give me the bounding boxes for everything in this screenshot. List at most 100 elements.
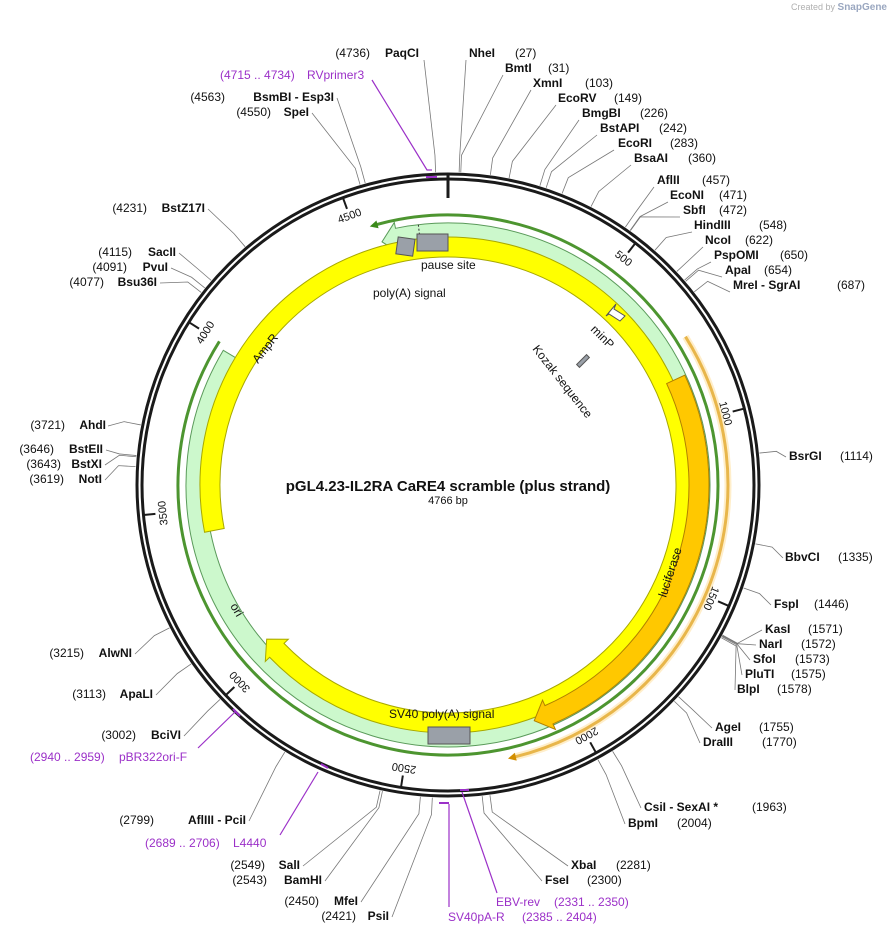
primer-label[interactable]: SV40pA-R	[448, 910, 505, 924]
enzyme-label[interactable]: BpmI	[628, 816, 658, 830]
feature-arrow-luciferase[interactable]	[533, 374, 710, 731]
enzyme-label[interactable]: MreI - SgrAI	[733, 278, 800, 292]
enzyme-label[interactable]: NotI	[79, 472, 102, 486]
ruler-tick-label: 2500	[391, 760, 417, 776]
primer-mark	[320, 763, 329, 769]
enzyme-leader-line	[654, 231, 693, 251]
enzyme-leader-line	[311, 112, 361, 185]
enzyme-label[interactable]: BstEII	[69, 442, 103, 456]
enzyme-label[interactable]: NheI	[469, 46, 495, 60]
enzyme-leader-line	[755, 543, 784, 559]
enzyme-label[interactable]: AlwNI	[99, 646, 132, 660]
enzyme-leader-line	[590, 164, 632, 207]
enzyme-leader-line	[336, 97, 366, 184]
enzyme-label[interactable]: FspI	[774, 597, 799, 611]
primer-labels: (4715 .. 4734) RVprimer3 (2940 .. 2959) …	[30, 68, 629, 924]
enzyme-label[interactable]: XmnI	[533, 76, 562, 90]
enzyme-leader-line	[612, 751, 642, 809]
enzyme-leader-line	[629, 201, 669, 231]
enzyme-label[interactable]: SbfI	[683, 203, 706, 217]
enzyme-label[interactable]: BlpI	[737, 682, 760, 696]
enzyme-label[interactable]: AgeI	[715, 720, 741, 734]
enzyme-label[interactable]: EcoRV	[558, 91, 596, 105]
primer-line	[197, 711, 236, 749]
label-polya-signal: poly(A) signal	[373, 286, 446, 300]
enzyme-label[interactable]: BstZ17I	[162, 201, 205, 215]
primer-label[interactable]: pBR322ori-F	[119, 750, 187, 764]
box-kozak[interactable]	[575, 353, 591, 369]
enzyme-label[interactable]: BmgBI	[582, 106, 621, 120]
enzyme-leader-line	[458, 59, 467, 173]
enzyme-label[interactable]: AflII	[657, 173, 680, 187]
enzyme-label[interactable]: EcoRI	[618, 136, 652, 150]
enzyme-label[interactable]: SpeI	[284, 105, 309, 119]
snapgene-credit: Created by SnapGene	[791, 2, 887, 13]
enzyme-label[interactable]: BsmBI - Esp3I	[253, 90, 334, 104]
enzyme-leader-line	[460, 74, 504, 173]
enzyme-label[interactable]: PaqCI	[385, 46, 419, 60]
enzyme-label[interactable]: SfoI	[753, 652, 776, 666]
enzyme-leader-line	[674, 700, 701, 744]
enzyme-label[interactable]: BamHI	[284, 873, 322, 887]
enzyme-leader-lines	[104, 59, 787, 918]
enzyme-label[interactable]: DraIII	[703, 735, 733, 749]
ruler-tick	[589, 741, 597, 754]
primer-label[interactable]: L4440	[233, 836, 267, 850]
enzyme-leader-line	[104, 465, 136, 481]
enzyme-label[interactable]: CsiI - SexAI *	[644, 800, 718, 814]
minp-arrow[interactable]	[605, 303, 626, 322]
primer-line	[461, 791, 498, 894]
box-pause-site[interactable]	[416, 233, 449, 252]
enzyme-label[interactable]: NarI	[759, 637, 782, 651]
enzyme-label[interactable]: EcoNI	[670, 188, 704, 202]
enzyme-label[interactable]: PvuI	[143, 260, 168, 274]
box-polya-signal[interactable]	[395, 236, 416, 257]
enzyme-label[interactable]: PspOMI	[714, 248, 759, 262]
enzyme-leader-line	[104, 454, 137, 466]
enzyme-label[interactable]: PluTI	[745, 667, 774, 681]
enzyme-position: (226)	[640, 106, 668, 120]
enzyme-label[interactable]: ApaI	[725, 263, 751, 277]
feature-arrows	[185, 221, 711, 748]
enzyme-position: (2450)	[284, 894, 319, 908]
enzyme-leader-line	[170, 267, 206, 289]
enzyme-position: (283)	[670, 136, 698, 150]
enzyme-label[interactable]: XbaI	[571, 858, 596, 872]
strand-arc-halo	[512, 334, 732, 761]
enzyme-label[interactable]: SalI	[279, 858, 300, 872]
enzyme-label[interactable]: MfeI	[334, 894, 358, 908]
enzyme-position: (1572)	[801, 637, 836, 651]
primer-range: (2331 .. 2350)	[554, 895, 629, 909]
enzyme-label[interactable]: FseI	[545, 873, 569, 887]
enzyme-label[interactable]: BsrGI	[789, 449, 822, 463]
primer-label[interactable]: EBV-rev	[496, 895, 540, 909]
enzyme-label[interactable]: BsaAI	[634, 151, 668, 165]
enzyme-position: (31)	[548, 61, 569, 75]
enzyme-position: (4550)	[236, 105, 271, 119]
primer-label[interactable]: RVprimer3	[307, 68, 364, 82]
enzyme-label[interactable]: BstXI	[71, 457, 102, 471]
enzyme-label[interactable]: AhdI	[79, 418, 106, 432]
enzyme-label[interactable]: NcoI	[705, 233, 731, 247]
enzyme-position: (1578)	[777, 682, 812, 696]
enzyme-leader-line	[722, 635, 751, 661]
enzyme-label[interactable]: BbvCI	[785, 550, 820, 564]
enzyme-position: (2300)	[587, 873, 622, 887]
enzyme-label[interactable]: BciVI	[151, 728, 181, 742]
primer-leader-lines	[197, 79, 498, 907]
enzyme-label[interactable]: AflIII - PciI	[188, 813, 246, 827]
enzyme-label[interactable]: PsiI	[368, 909, 389, 923]
enzyme-label[interactable]: SacII	[148, 245, 176, 259]
enzyme-labels-left: (4736) PaqCI (4563) BsmBI - Esp3I (4550)…	[19, 46, 419, 923]
enzyme-label[interactable]: HindIII	[694, 218, 731, 232]
enzyme-position: (3646)	[19, 442, 54, 456]
feature-arrow-ori[interactable]	[199, 236, 697, 734]
enzyme-label[interactable]: BmtI	[505, 61, 532, 75]
ruler-tick-label: 500	[612, 249, 634, 270]
box-sv40-polya[interactable]	[427, 726, 471, 745]
enzyme-label[interactable]: KasI	[765, 622, 790, 636]
enzyme-position: (4077)	[69, 275, 104, 289]
enzyme-label[interactable]: BstAPI	[600, 121, 639, 135]
enzyme-label[interactable]: ApaLI	[120, 687, 153, 701]
enzyme-label[interactable]: Bsu36I	[118, 275, 157, 289]
